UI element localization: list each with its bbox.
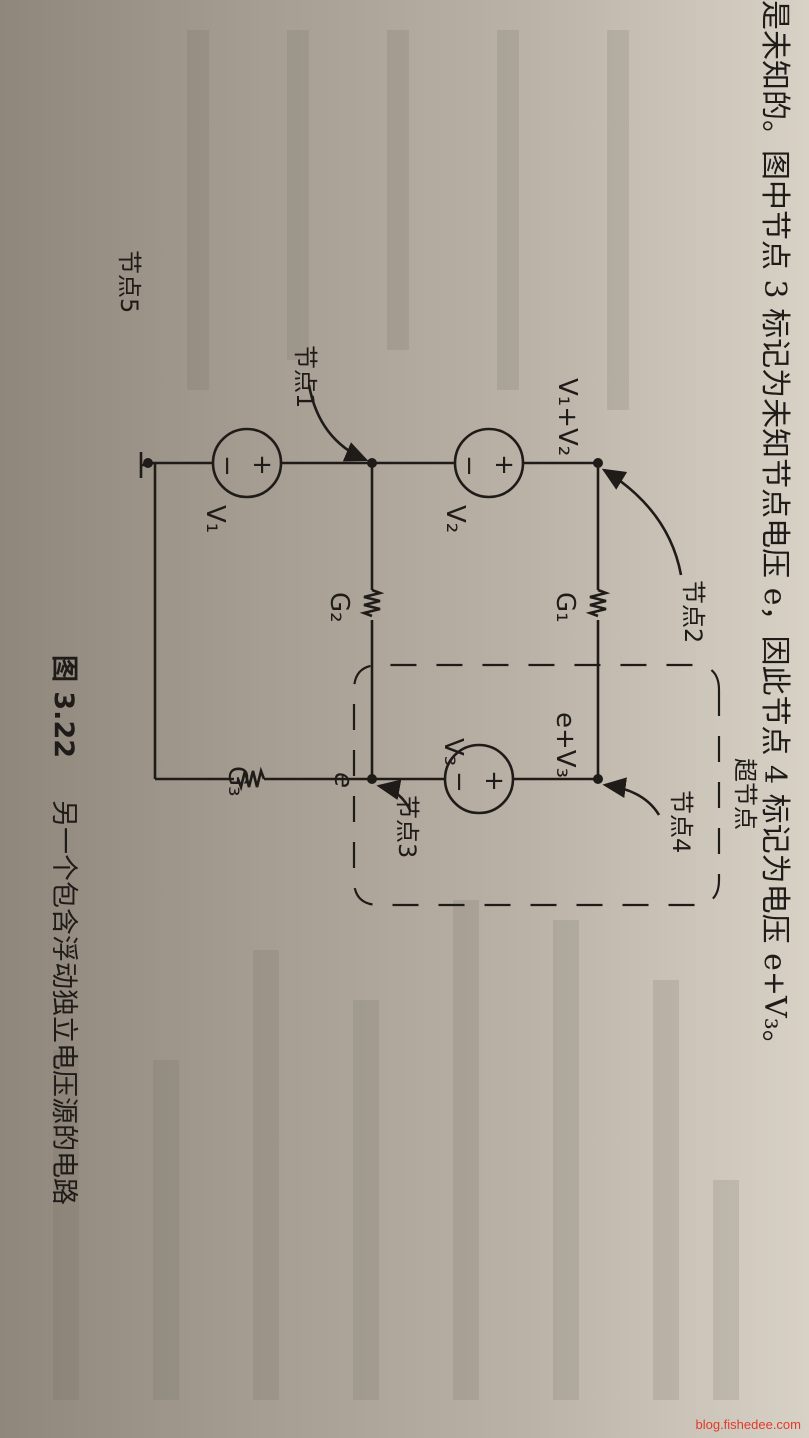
svg-text:+: + <box>479 770 509 792</box>
node-5-dot <box>143 458 153 468</box>
svg-text:−: − <box>444 771 474 793</box>
label-g3: G₃ <box>222 766 252 797</box>
label-v3: V₃ <box>438 738 468 766</box>
figure-caption: 另一个包含浮动独立电压源的电路 <box>48 800 79 1205</box>
label-node-4: 节点4 <box>667 790 695 853</box>
voltage-source-v3-icon: + − <box>443 743 515 815</box>
resistor-g2-icon <box>359 588 385 618</box>
voltage-source-v2-icon: + − <box>453 427 525 499</box>
label-g2: G₂ <box>324 592 354 623</box>
node-1-dot <box>367 458 377 468</box>
node-3-arrow-icon <box>376 779 413 813</box>
label-e: e <box>328 772 358 788</box>
label-g1: G₁ <box>550 592 580 623</box>
label-node-2: 节点2 <box>679 580 707 643</box>
label-node-5: 节点5 <box>115 250 143 313</box>
bleed-through-text <box>53 30 739 1400</box>
label-node-3: 节点3 <box>393 795 421 858</box>
node-4-dot <box>593 774 603 784</box>
voltage-source-v1-icon: + − <box>211 427 283 499</box>
svg-text:−: − <box>454 455 484 477</box>
watermark: blog.fishedee.com <box>695 1417 801 1432</box>
nodes <box>143 458 603 784</box>
svg-text:+: + <box>489 454 519 476</box>
body-text-line: 是未知的。图中节点 3 标记为未知节点电压 e，因此节点 4 标记为电压 e+V… <box>757 0 792 1060</box>
node-4-arrow-icon <box>602 777 661 816</box>
node-3-dot <box>367 774 377 784</box>
label-v1-plus-v2: V₁+V₂ <box>552 378 582 456</box>
label-v2: V₂ <box>440 505 470 533</box>
label-e-plus-v3: e+V₃ <box>550 712 580 778</box>
label-node-1: 节点1 <box>291 345 319 408</box>
label-v1: V₁ <box>200 505 230 533</box>
node-1-arrow-icon <box>307 384 369 462</box>
resistor-g1-icon <box>585 588 611 618</box>
svg-text:−: − <box>212 455 242 477</box>
svg-text:+: + <box>247 454 277 476</box>
node-2-dot <box>593 458 603 468</box>
label-supernode: 超节点 <box>731 758 759 830</box>
figure-number: 图 3.22 <box>48 655 79 758</box>
supernode-boundary <box>352 663 721 907</box>
node-2-arrow-icon <box>601 468 683 576</box>
resistor-g3-icon <box>236 766 266 792</box>
